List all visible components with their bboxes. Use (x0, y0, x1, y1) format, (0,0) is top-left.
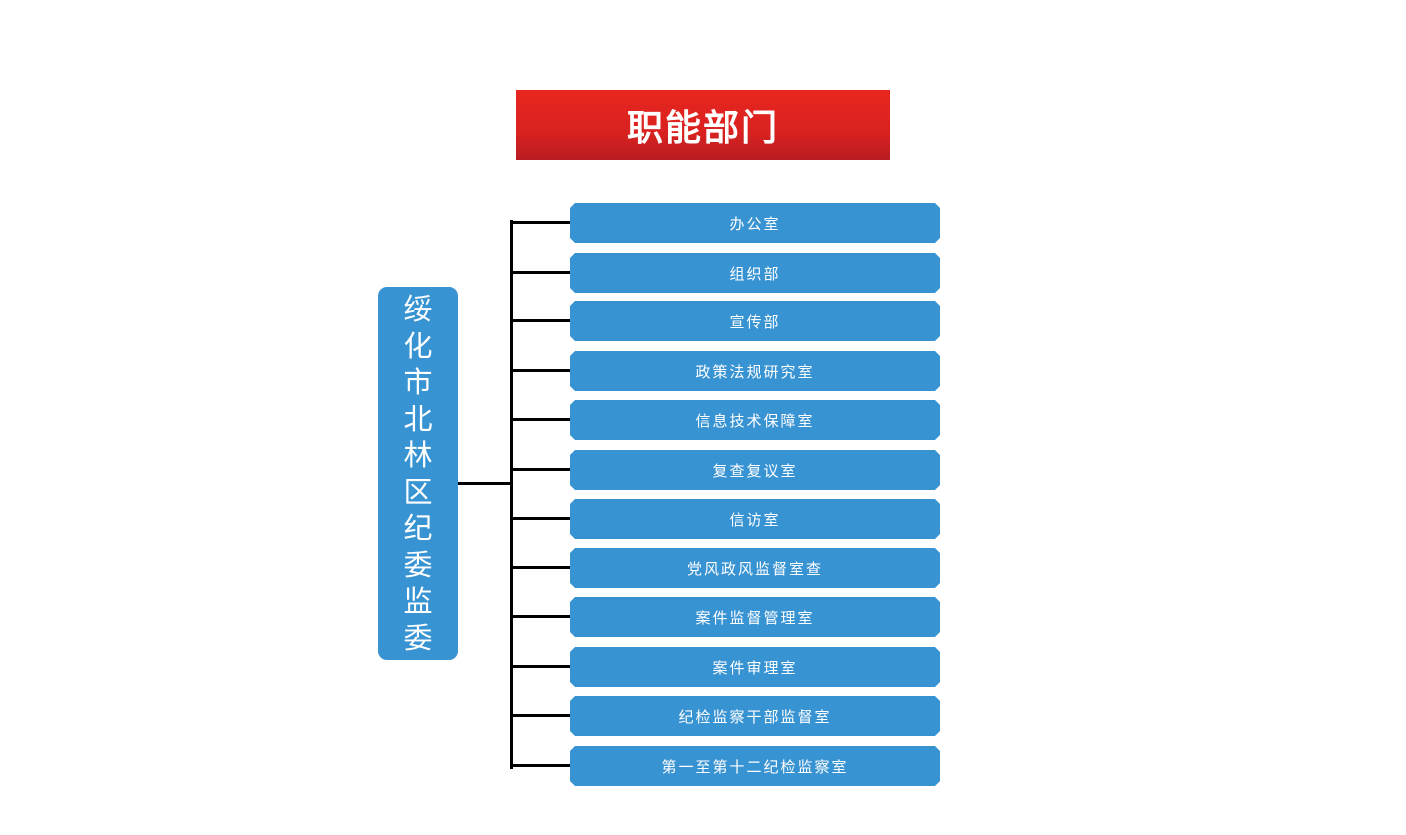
root-label-char: 林 (403, 438, 433, 472)
branch-connector (511, 764, 570, 767)
root-label-char: 北 (403, 401, 433, 436)
root-label-char: 委 (403, 547, 433, 582)
branch-connector (511, 221, 570, 224)
branch-connector (511, 517, 570, 520)
trunk-line (510, 220, 513, 769)
branch-connector (511, 468, 570, 471)
root-label-char: 绥 (403, 292, 433, 326)
root-label-char: 纪 (403, 511, 433, 545)
root-label-char: 委 (403, 620, 433, 655)
root-label-char: 区 (403, 474, 433, 509)
department-box: 信息技术保障室 (570, 400, 940, 440)
department-box: 案件监督管理室 (570, 597, 940, 637)
branch-connector (511, 665, 570, 668)
department-box: 第一至第十二纪检监察室 (570, 746, 940, 786)
department-box: 政策法规研究室 (570, 351, 940, 391)
department-box: 宣传部 (570, 301, 940, 341)
department-box: 党风政风监督室查 (570, 548, 940, 588)
branch-connector (511, 418, 570, 421)
branch-connector (511, 566, 570, 569)
root-label-char: 市 (403, 365, 433, 399)
root-node: 绥化市北林区纪委监委 (378, 287, 458, 660)
root-connector (458, 482, 511, 485)
department-box: 办公室 (570, 203, 940, 243)
branch-connector (511, 271, 570, 274)
branch-connector (511, 615, 570, 618)
branch-connector (511, 319, 570, 322)
department-box: 组织部 (570, 253, 940, 293)
department-box: 信访室 (570, 499, 940, 539)
root-label-char: 化 (403, 328, 433, 363)
department-box: 纪检监察干部监督室 (570, 696, 940, 736)
department-box: 案件审理室 (570, 647, 940, 687)
branch-connector (511, 714, 570, 717)
department-box: 复查复议室 (570, 450, 940, 490)
root-label-char: 监 (403, 584, 433, 618)
branch-connector (511, 369, 570, 372)
section-title: 职能部门 (516, 90, 890, 160)
